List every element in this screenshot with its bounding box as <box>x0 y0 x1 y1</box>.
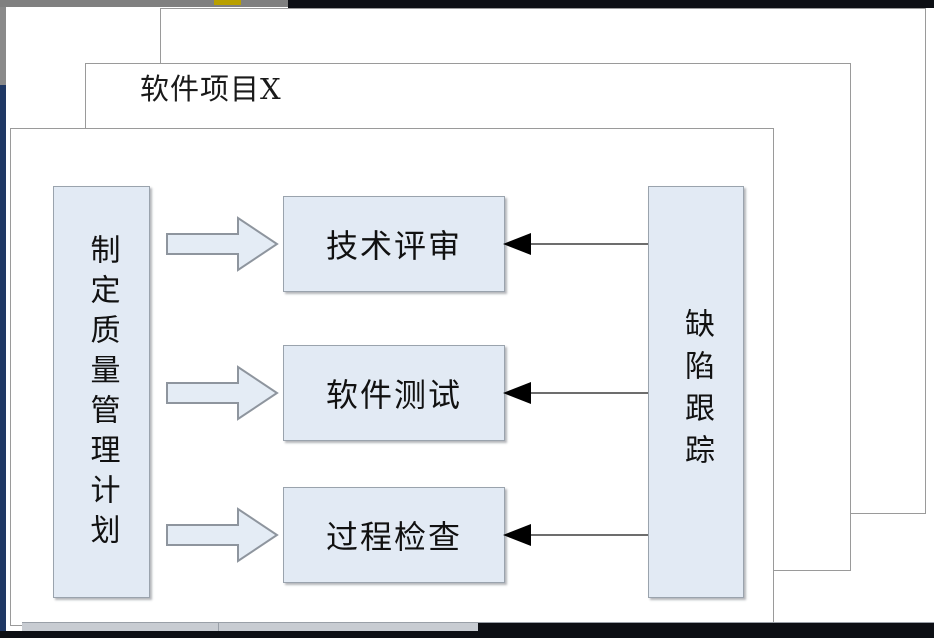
block-arrow-right-icon <box>166 507 279 563</box>
page-title: 软件项目X <box>140 72 282 106</box>
block-arrow-right-icon <box>166 365 279 421</box>
top-chrome-dark-strip <box>288 0 934 8</box>
block-arrow-to-software-testing <box>166 363 279 423</box>
arrow-left-icon <box>503 524 652 546</box>
node-technical-review[interactable]: 技术评审 <box>283 196 505 292</box>
scrollbar-divider <box>218 623 219 634</box>
arrow-left-icon <box>503 382 652 404</box>
block-arrow-to-process-inspection <box>166 505 279 565</box>
node-defect-tracking[interactable]: 缺陷跟踪 <box>648 186 744 598</box>
node-quality-management-plan[interactable]: 制定质量管理计划 <box>53 186 150 598</box>
left-accent-bar <box>0 85 6 638</box>
feedback-arrow-to-software-testing <box>500 381 652 405</box>
feedback-arrow-to-process-inspection <box>500 523 652 547</box>
node-label: 制定质量管理计划 <box>84 234 120 554</box>
arrow-left-icon <box>503 233 652 255</box>
feedback-arrow-to-technical-review <box>500 232 652 256</box>
node-label: 过程检查 <box>325 518 462 556</box>
node-label: 技术评审 <box>325 227 462 265</box>
top-chrome-strip <box>0 0 288 7</box>
bottom-chrome-edge <box>0 631 934 638</box>
node-software-testing[interactable]: 软件测试 <box>283 345 505 441</box>
node-label: 缺陷跟踪 <box>679 308 714 476</box>
top-chrome-highlight <box>214 0 241 5</box>
node-label: 软件测试 <box>325 376 462 414</box>
left-chrome-strip <box>0 7 6 85</box>
node-process-inspection[interactable]: 过程检查 <box>283 487 505 583</box>
bottom-chrome-dark-strip <box>478 623 934 634</box>
block-arrow-to-technical-review <box>166 214 279 274</box>
block-arrow-right-icon <box>166 216 279 272</box>
